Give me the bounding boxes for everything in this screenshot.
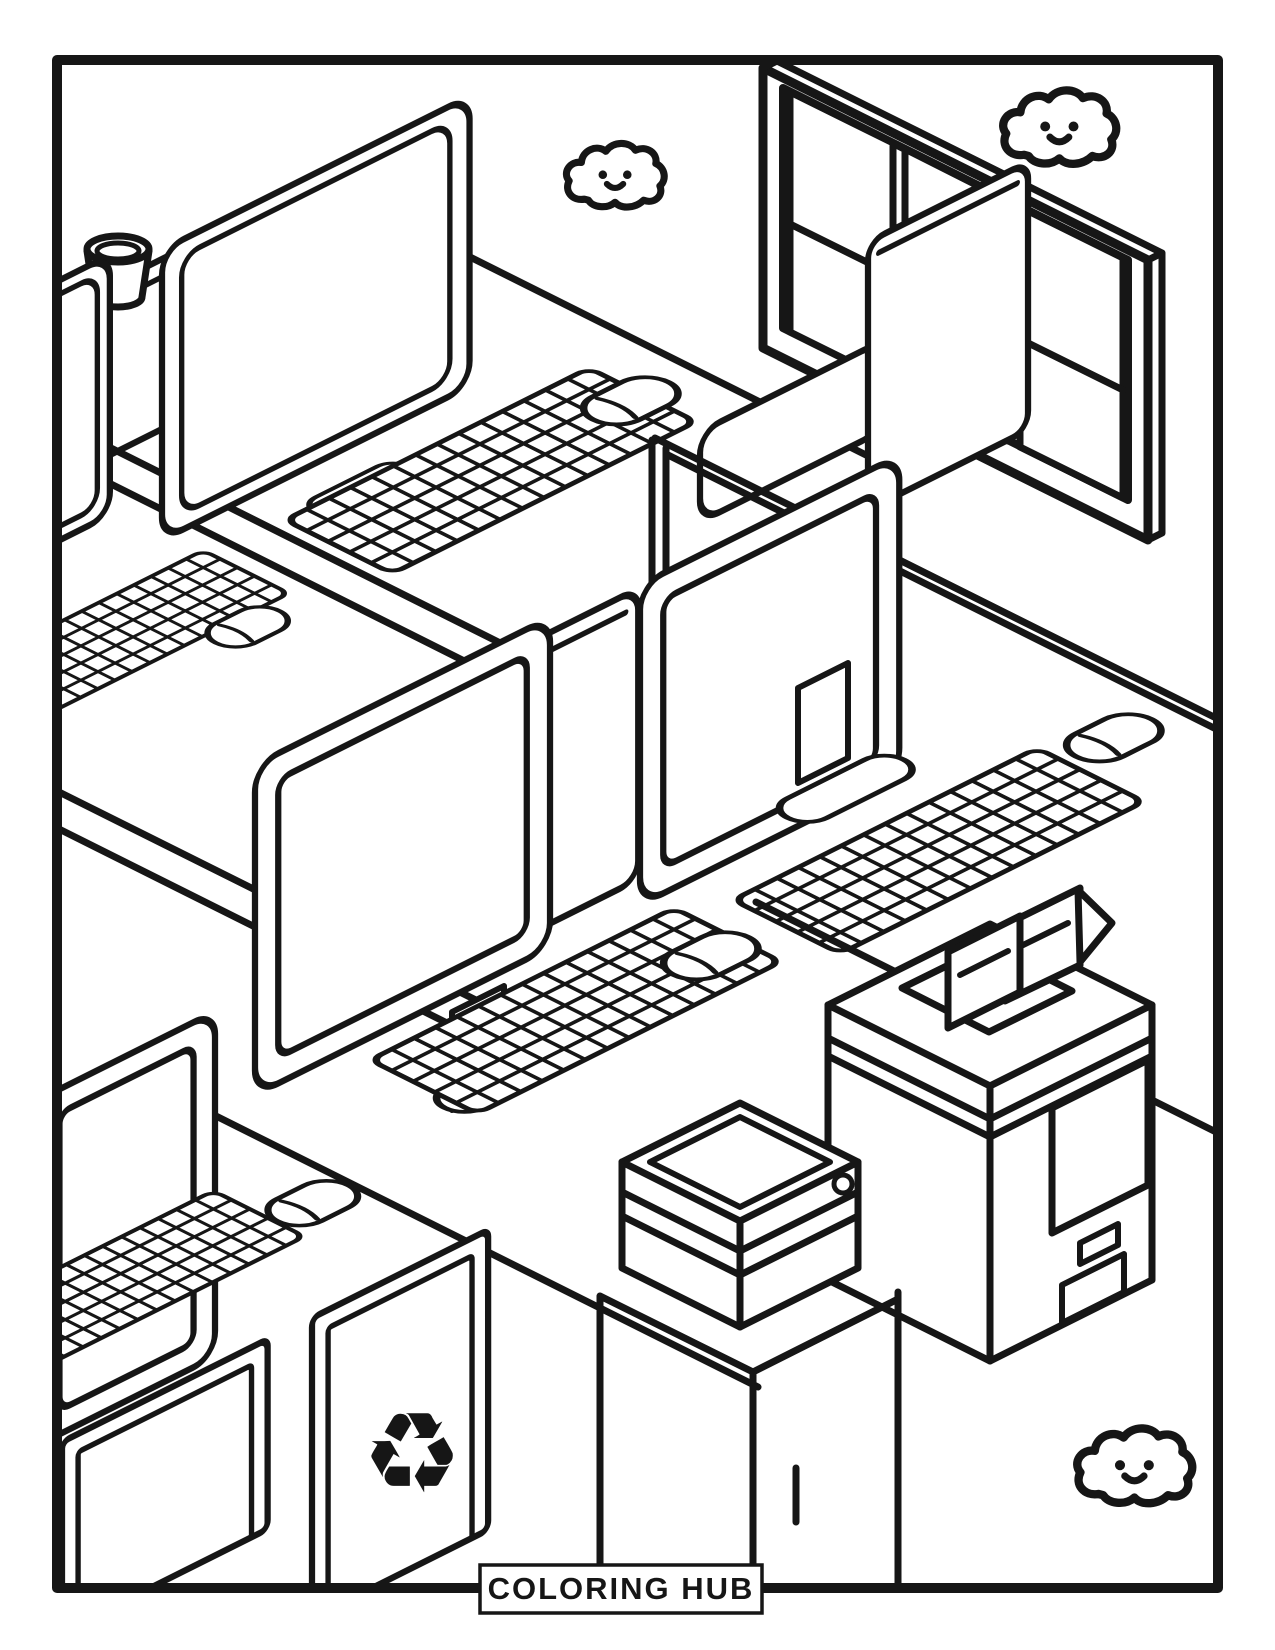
brand-badge: COLORING HUB bbox=[478, 1563, 764, 1615]
printer-on-pedestal bbox=[596, 1099, 902, 1584]
monitor-screen bbox=[275, 656, 530, 1057]
workstation-right bbox=[496, 164, 1214, 1135]
cubicle-divider bbox=[864, 164, 1032, 508]
copier-tray bbox=[1059, 1251, 1127, 1326]
workstation-center bbox=[136, 591, 781, 1391]
workstation-back-left bbox=[61, 100, 886, 738]
office-copier bbox=[824, 884, 1156, 1365]
smiling-cloud-icon bbox=[1077, 1428, 1192, 1503]
paper-stack bbox=[944, 884, 1116, 1032]
printer-slots bbox=[618, 1188, 862, 1279]
monitor-stand-neck bbox=[795, 660, 851, 786]
paper-fold bbox=[1074, 886, 1116, 966]
printer-lid bbox=[647, 1114, 833, 1210]
brand-label: COLORING HUB bbox=[488, 1571, 755, 1606]
recycle-cabinet: ♻ bbox=[308, 1228, 492, 1584]
desk-front-edge bbox=[136, 1074, 762, 1391]
printer-top bbox=[618, 1099, 862, 1225]
monitor-back bbox=[158, 100, 473, 536]
workstation-bottom-left: ♻ bbox=[61, 1016, 492, 1584]
monitor-front bbox=[251, 622, 554, 1090]
mouse bbox=[1053, 707, 1175, 768]
recycle-icon: ♻ bbox=[362, 1389, 462, 1519]
smiling-cloud-icon bbox=[566, 143, 664, 207]
copier-door bbox=[1048, 1056, 1152, 1237]
pedestal bbox=[596, 1288, 902, 1584]
desk-back-edge bbox=[651, 434, 1214, 721]
monitor-back bbox=[61, 258, 113, 597]
copier-handle bbox=[1077, 1221, 1121, 1267]
smiling-cloud-icon bbox=[1003, 90, 1116, 164]
printer-button bbox=[831, 1172, 855, 1196]
window-pane bbox=[1016, 203, 1127, 502]
desk-front-panel bbox=[61, 1338, 271, 1584]
